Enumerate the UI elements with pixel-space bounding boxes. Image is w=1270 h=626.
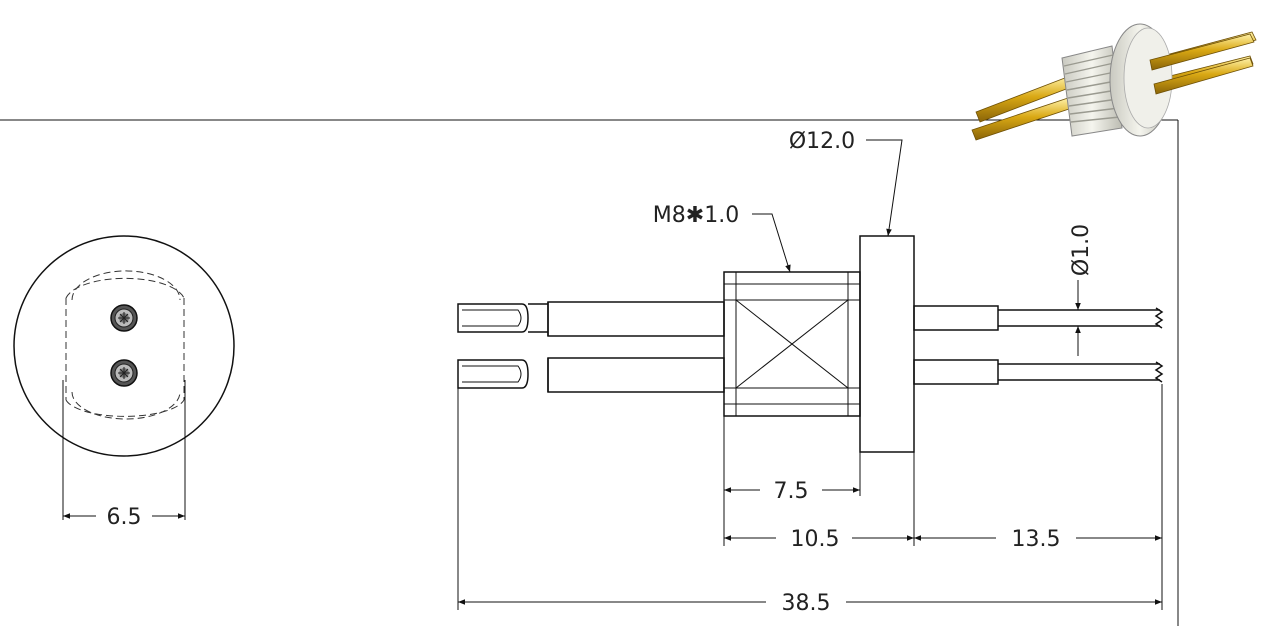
dimension-pin-protrusion: 13.5 — [914, 527, 1162, 552]
leader-thread-spec: M8✱1.0 — [653, 203, 791, 273]
dimension-pin-spacing: 6.5 — [63, 505, 185, 530]
dim-label-flange-diameter: Ø12.0 — [789, 129, 855, 154]
dimension-thread-length: 7.5 — [724, 479, 860, 504]
product-render-image — [971, 23, 1257, 141]
dim-label-thread-length: 7.5 — [774, 479, 809, 504]
dimension-overall-length: 38.5 — [458, 591, 1162, 616]
dim-label-thread-spec: M8✱1.0 — [653, 203, 739, 228]
pin-end-bottom — [110, 359, 138, 387]
side-view — [457, 235, 1164, 453]
dim-label-pin-spacing: 6.5 — [107, 505, 142, 530]
dim-label-body-length: 10.5 — [791, 527, 840, 552]
drawing-frame — [0, 119, 1179, 626]
extension-lines — [457, 384, 1163, 610]
end-view — [13, 235, 235, 520]
dim-label-pin-protrusion: 13.5 — [1012, 527, 1061, 552]
dim-label-pin-diameter: Ø1.0 — [1069, 224, 1094, 276]
pin-end-top — [110, 304, 138, 332]
leader-flange-diameter: Ø12.0 — [789, 129, 903, 237]
dim-label-overall-length: 38.5 — [782, 591, 831, 616]
dimension-pin-diameter: Ø1.0 — [1069, 224, 1094, 356]
dimension-body-length: 10.5 — [724, 527, 914, 552]
